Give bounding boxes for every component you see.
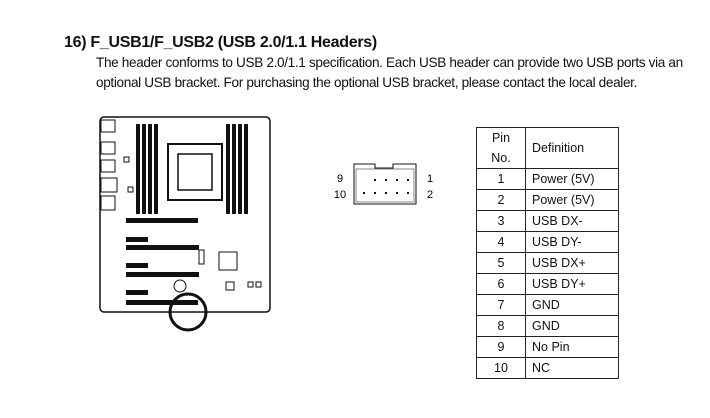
pin-definition: GND — [525, 315, 619, 337]
pin-definition: USB DY- — [525, 231, 619, 253]
pin-definition: USB DX+ — [525, 252, 619, 274]
pin-label-10: 10 — [334, 189, 346, 201]
pin-number: 6 — [476, 273, 526, 295]
pin-definition: GND — [525, 294, 619, 316]
pin-definition: USB DY+ — [525, 273, 619, 295]
pin-definition: NC — [525, 357, 619, 379]
pin-number: 8 — [476, 315, 526, 337]
pin-number: 9 — [476, 336, 526, 358]
pin-label-2: 2 — [427, 189, 433, 201]
column-header-definition: Definition — [525, 127, 619, 169]
motherboard-diagram — [99, 116, 271, 332]
column-header-pin-no: Pin No. — [476, 127, 526, 169]
pin-number: 10 — [476, 357, 526, 379]
pin-number: 7 — [476, 294, 526, 316]
pin-definition: Power (5V) — [525, 168, 619, 190]
pin-number: 4 — [476, 231, 526, 253]
pin-label-9: 9 — [337, 173, 343, 185]
pin-definition: USB DX- — [525, 210, 619, 232]
pin-number: 3 — [476, 210, 526, 232]
section-description: The header conforms to USB 2.0/1.1 speci… — [96, 55, 683, 90]
pin-definition: No Pin — [525, 336, 619, 358]
pin-label-1: 1 — [427, 173, 433, 185]
pin-number: 1 — [476, 168, 526, 190]
usb-header-pinout-diagram: 9 10 1 2 — [334, 163, 433, 205]
pin-definition: Power (5V) — [525, 189, 619, 211]
pin-number: 2 — [476, 189, 526, 211]
usb-header-location-highlight — [168, 292, 208, 332]
pin-number: 5 — [476, 252, 526, 274]
table-header-row: Pin No. Definition — [476, 127, 619, 169]
section-title: 16) F_USB1/F_USB2 (USB 2.0/1.1 Headers) — [64, 34, 377, 51]
